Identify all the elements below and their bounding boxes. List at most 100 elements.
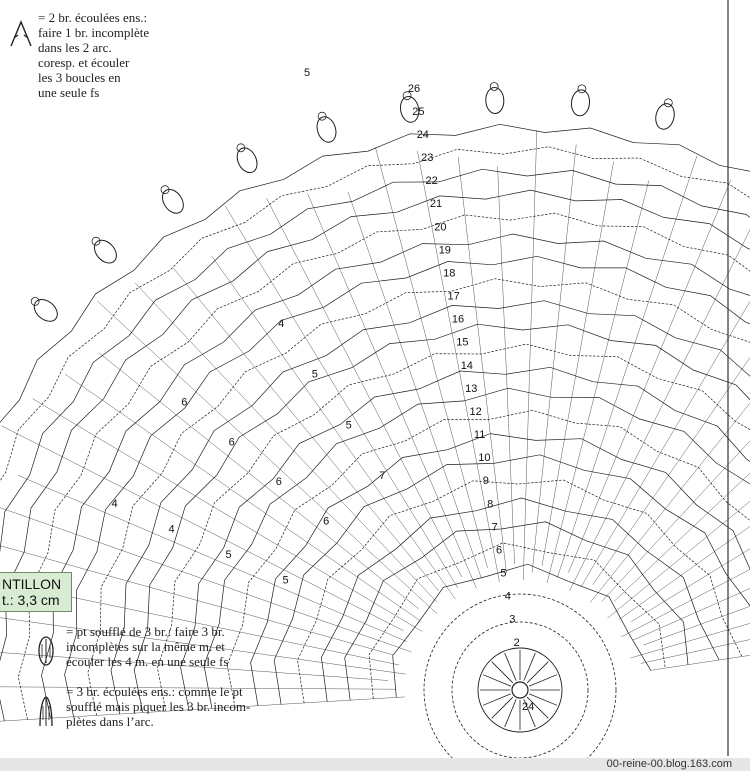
- stitch-spoke: [134, 282, 438, 603]
- stitch-row: [203, 387, 750, 709]
- row-number: 8: [487, 498, 493, 510]
- stitch-spoke: [18, 475, 408, 642]
- stitch-spoke: [557, 155, 698, 578]
- stitch-spoke: [0, 617, 406, 675]
- stitch-spoke: [589, 402, 750, 603]
- chain-round: [423, 593, 617, 771]
- picot-puff: [93, 239, 117, 264]
- centre-stitch: [529, 674, 558, 687]
- stitch-spoke: [173, 267, 439, 591]
- stitch-spoke: [266, 197, 462, 578]
- row-number: 4: [505, 591, 511, 603]
- row-number: 16: [452, 314, 464, 326]
- stitch-row: [321, 497, 720, 702]
- stitch-spoke: [497, 166, 515, 565]
- centre-count-label: 24: [522, 701, 534, 713]
- stitch-row: [297, 479, 743, 703]
- stitch-spoke: [417, 150, 500, 582]
- stitch-spoke: [32, 398, 423, 632]
- stitch-spoke: [650, 655, 750, 671]
- stitch-spoke: [613, 472, 750, 602]
- row-number: 25: [412, 106, 424, 118]
- centre-stitch: [523, 699, 536, 728]
- stitch-spoke: [523, 130, 538, 581]
- row-number: 14: [461, 360, 473, 372]
- stitch-spoke: [607, 500, 750, 619]
- row-number: 3: [509, 614, 515, 626]
- picot-loop: [489, 82, 499, 91]
- picot-puff: [399, 96, 420, 123]
- row-number: 19: [439, 244, 451, 256]
- stitch-spoke: [347, 192, 482, 578]
- centre-stitch: [526, 696, 549, 719]
- stitch-spoke: [0, 686, 397, 690]
- row-number: 21: [430, 198, 442, 210]
- stitch-spoke: [632, 588, 750, 641]
- picot-loop: [30, 296, 40, 306]
- row-number: 6: [496, 545, 502, 557]
- picot-loop: [577, 84, 587, 94]
- picot-loop: [160, 185, 170, 195]
- stitch-spoke: [307, 193, 477, 589]
- gauge-sample-box: NTILLON t.: 3,3 cm: [0, 572, 72, 612]
- stitch-count-label: 4: [169, 524, 175, 536]
- centre-stitch: [523, 652, 536, 681]
- picot-puff: [570, 89, 591, 117]
- row-number: 11: [474, 429, 485, 441]
- row-number: 17: [448, 291, 460, 303]
- stitch-spoke: [98, 352, 419, 610]
- stitch-count-label: 5: [283, 575, 289, 587]
- scallop-count-label: 5: [304, 67, 310, 79]
- stitch-count-label: 6: [323, 516, 329, 528]
- stitch-count-label: 6: [229, 436, 235, 448]
- row-number: 20: [434, 221, 446, 233]
- row-number: 10: [478, 452, 490, 464]
- gauge-sample-size: t.: 3,3 cm: [2, 592, 60, 608]
- stitch-spoke: [569, 229, 750, 591]
- row-number: 26: [408, 83, 420, 95]
- stitch-count-label: 5: [346, 419, 352, 431]
- picot-puff: [236, 147, 258, 174]
- legend-three-dc-together-text: = 3 br. écoulées ens.: comme le pt souff…: [66, 684, 251, 729]
- row-number: 7: [492, 521, 498, 533]
- row-number: 12: [470, 406, 482, 418]
- stitch-spoke: [619, 525, 750, 620]
- stitch-count-label: 5: [226, 549, 232, 561]
- picot-puff: [316, 116, 337, 143]
- stitch-spoke: [580, 300, 750, 588]
- row-number: 5: [500, 568, 506, 580]
- stitch-spoke: [630, 623, 750, 659]
- stitch-spoke: [541, 161, 614, 566]
- stitch-spoke: [640, 639, 750, 664]
- stitch-count-label: 6: [276, 476, 282, 488]
- stitch-spoke: [643, 606, 750, 646]
- picot-puff: [33, 299, 58, 322]
- stitch-count-label: 5: [312, 369, 318, 381]
- concentric-rows: [0, 123, 750, 771]
- row-number: 24: [417, 129, 429, 141]
- row-number: 9: [483, 475, 489, 487]
- stitch-row: [0, 123, 750, 423]
- centre-stitch: [504, 699, 517, 728]
- stitch-row: [368, 542, 666, 699]
- footer-bar: 00-reine-00.blog.163.com: [0, 758, 750, 771]
- two-dc-together-symbol-icon: [10, 20, 32, 47]
- radial-stitch-lines: [0, 130, 750, 722]
- stitch-spoke: [65, 374, 421, 621]
- chain-round: [451, 621, 589, 759]
- stitch-row: [17, 212, 750, 720]
- stitch-spoke: [621, 569, 750, 638]
- centre-stitch: [491, 661, 514, 684]
- picot-loop: [317, 111, 327, 121]
- stitch-spoke: [531, 144, 577, 573]
- stitch-spoke: [0, 652, 389, 681]
- centre-stitch: [491, 696, 514, 719]
- centre-stitch: [482, 674, 511, 687]
- row-number: 15: [456, 337, 468, 349]
- stitch-spoke: [546, 180, 650, 584]
- stitch-count-label: 6: [181, 397, 187, 409]
- picot-puff: [485, 87, 505, 114]
